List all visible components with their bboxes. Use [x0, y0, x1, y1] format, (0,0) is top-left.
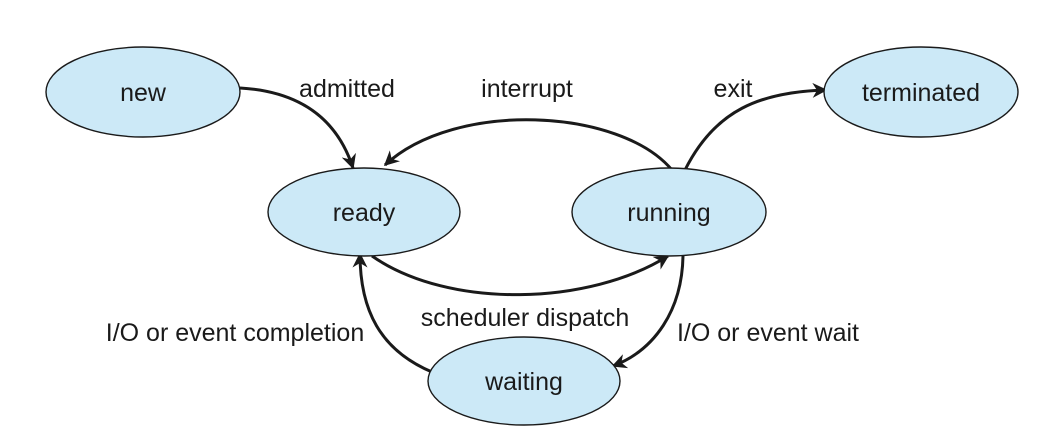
admitted-arrow — [239, 86, 356, 170]
state-new-label: new — [120, 79, 167, 107]
state-running: running — [571, 167, 767, 257]
scheduler-dispatch-arrow — [371, 254, 670, 297]
state-waiting-label: waiting — [484, 368, 563, 396]
io-event-wait-label: I/O or event wait — [677, 319, 859, 347]
exit-arrow — [683, 82, 828, 171]
admitted-label: admitted — [299, 75, 395, 103]
state-ready-label: ready — [333, 199, 396, 227]
scheduler-dispatch-label: scheduler dispatch — [421, 304, 629, 332]
state-ready: ready — [267, 167, 461, 257]
io-event-wait-arrow — [611, 255, 685, 369]
state-new: new — [45, 46, 241, 138]
io-event-completion-arrow — [352, 252, 433, 374]
state-terminated: terminated — [823, 46, 1019, 138]
interrupt-label: interrupt — [481, 75, 573, 103]
state-running-label: running — [627, 199, 710, 227]
state-waiting: waiting — [427, 336, 621, 426]
state-terminated-label: terminated — [862, 79, 980, 107]
exit-label: exit — [714, 75, 753, 103]
interrupt-arrow — [383, 118, 674, 171]
io-event-completion-label: I/O or event completion — [106, 319, 364, 347]
